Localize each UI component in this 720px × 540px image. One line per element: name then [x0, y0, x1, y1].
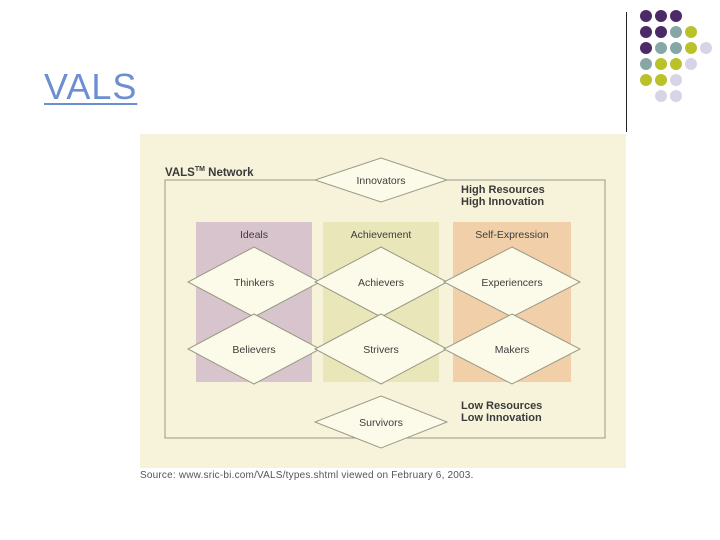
low-resources-note: Low Resources	[461, 400, 542, 412]
slide-title: VALS	[44, 66, 138, 107]
decorative-dot	[655, 42, 667, 54]
decorative-dot	[670, 42, 682, 54]
vals-network-diagram: VALSTM Network High Resources High Innov…	[140, 134, 626, 468]
decorative-dot	[655, 74, 667, 86]
decorative-dot	[640, 10, 652, 22]
decorative-dot	[655, 90, 667, 102]
segment-survivors: Survivors	[359, 417, 403, 429]
segment-experiencers: Experiencers	[481, 277, 542, 289]
diamond-survivors	[313, 395, 449, 449]
decorative-dot	[685, 26, 697, 38]
decorative-dot	[655, 58, 667, 70]
segment-strivers: Strivers	[363, 344, 399, 356]
decorative-dot-grid	[640, 10, 720, 116]
high-resources-note: High Resources	[461, 184, 545, 196]
decorative-dot	[670, 58, 682, 70]
diamond-innovators	[313, 157, 449, 203]
decorative-dot	[670, 90, 682, 102]
decorative-dot	[655, 10, 667, 22]
column-header-ideals: Ideals	[240, 229, 268, 241]
decorative-dot	[685, 58, 697, 70]
high-innovation-note: High Innovation	[461, 196, 544, 208]
source-caption: Source: www.sric-bi.com/VALS/types.shtml…	[140, 470, 474, 481]
decorative-dot	[700, 42, 712, 54]
segment-achievers: Achievers	[358, 277, 404, 289]
decorative-dot	[640, 42, 652, 54]
decorative-dot	[640, 74, 652, 86]
diamond-believers	[186, 313, 322, 385]
decorative-dot	[640, 26, 652, 38]
segment-makers: Makers	[495, 344, 529, 356]
diagram-canvas: VALSTM Network High Resources High Innov…	[164, 157, 606, 449]
decorative-dot	[655, 26, 667, 38]
column-header-self-expression: Self-Expression	[475, 229, 549, 241]
decorative-dot	[640, 58, 652, 70]
network-title: VALSTM Network	[165, 166, 254, 179]
low-innovation-note: Low Innovation	[461, 412, 542, 424]
segment-thinkers: Thinkers	[234, 277, 274, 289]
decorative-dot	[670, 26, 682, 38]
column-header-achievement: Achievement	[351, 229, 412, 241]
decorative-dot	[670, 10, 682, 22]
decorative-dot	[685, 42, 697, 54]
diamond-makers	[442, 313, 582, 385]
segment-believers: Believers	[232, 344, 275, 356]
segment-innovators: Innovators	[356, 175, 405, 187]
diamond-strivers	[313, 313, 449, 385]
divider-line	[626, 12, 627, 132]
decorative-dot	[670, 74, 682, 86]
